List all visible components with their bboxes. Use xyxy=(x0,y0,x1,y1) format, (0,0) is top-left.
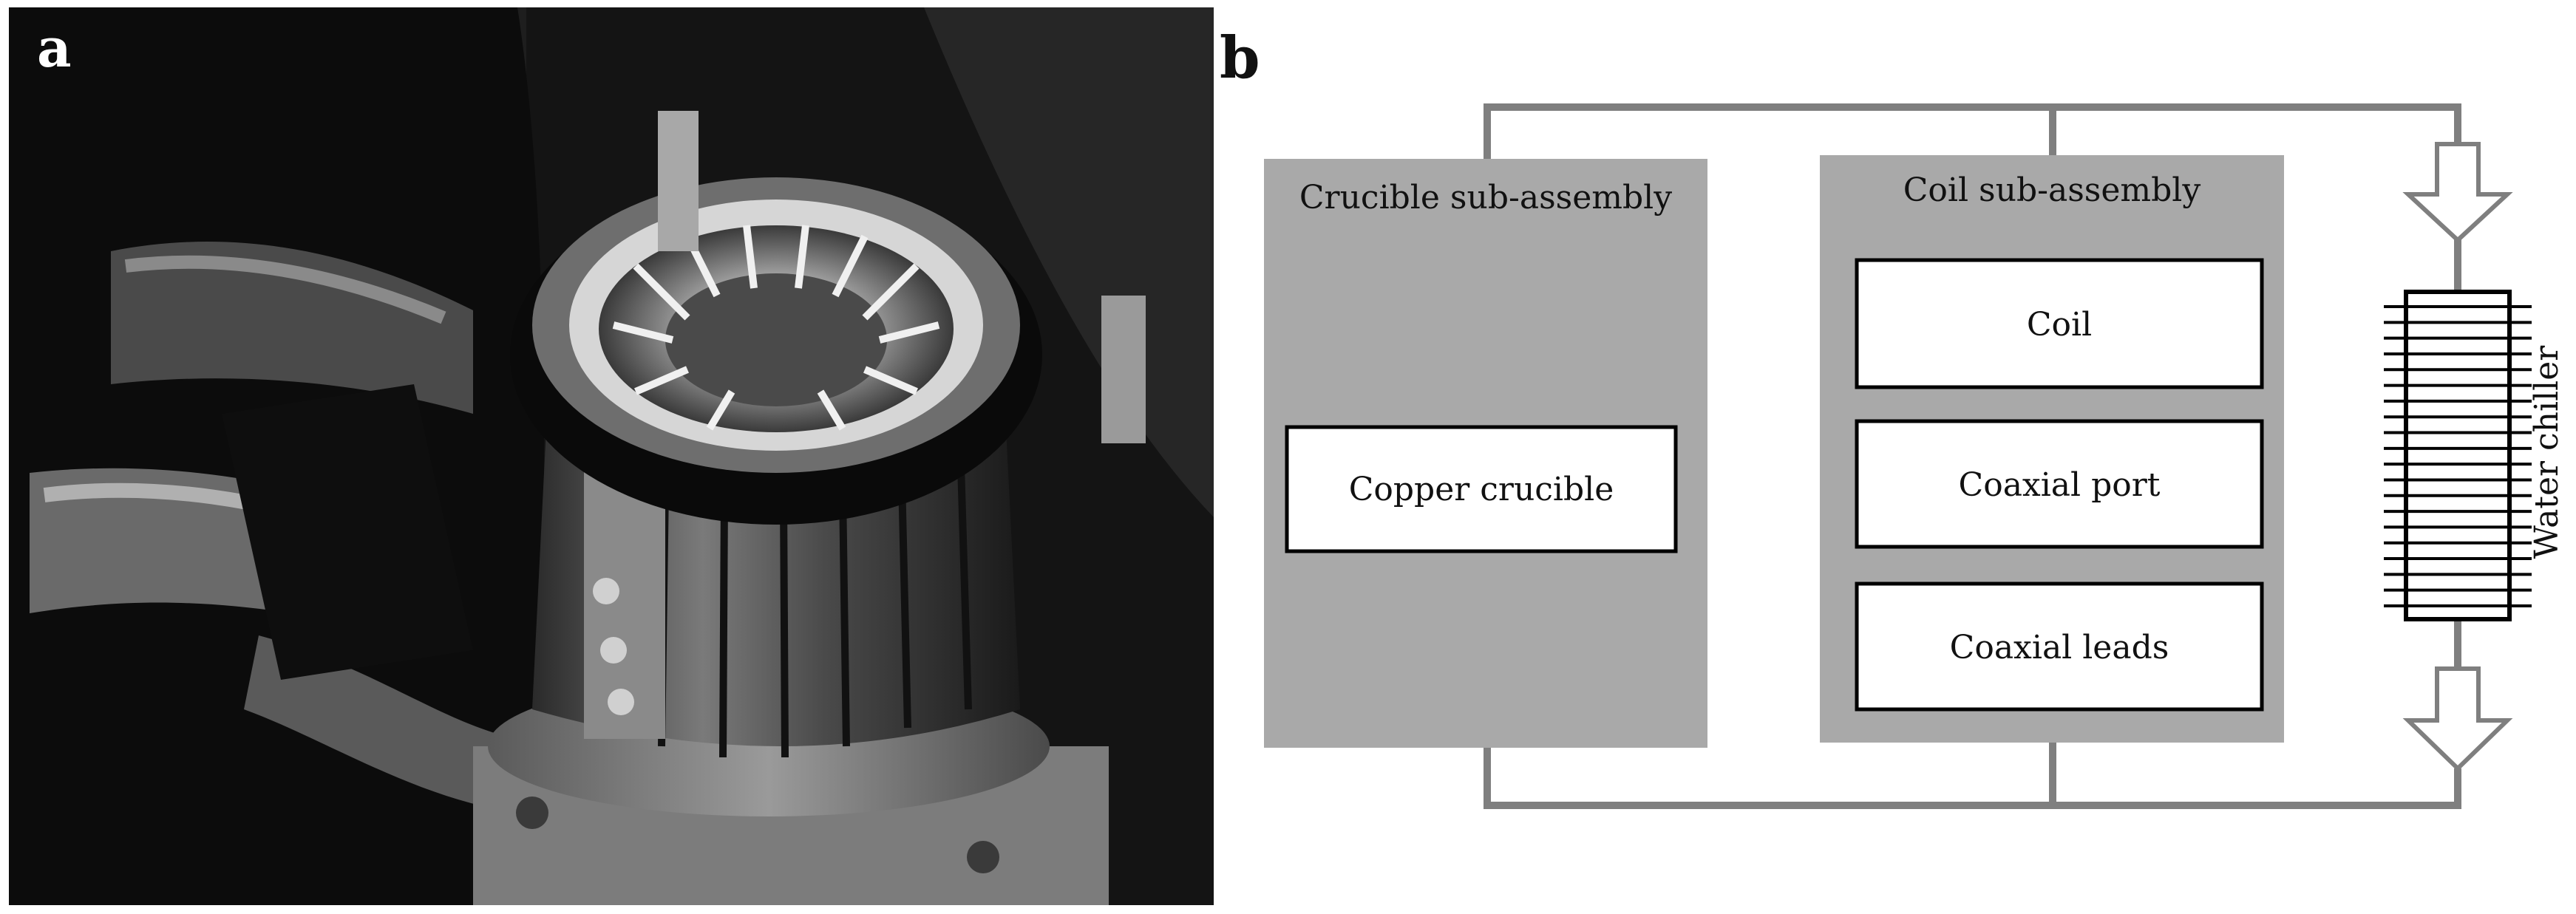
flow-arrow-down-icon xyxy=(2402,142,2513,244)
coaxial-leads-label: Coaxial leads xyxy=(1950,629,2169,666)
coil-label: Coil xyxy=(2027,306,2092,344)
water-pipe-lines xyxy=(1484,103,2461,809)
copper-crucible-label: Copper crucible xyxy=(1349,471,1614,508)
coaxial-port-label: Coaxial port xyxy=(1959,466,2161,504)
coaxial-leads-box xyxy=(1855,582,2264,712)
coil-sub-assembly: Coil sub-assembly Coil Coaxial port Coax… xyxy=(1820,155,2284,743)
water-chiller-coil-icon xyxy=(2384,290,2532,621)
panel-a-photo xyxy=(9,7,1214,905)
coaxial-port-box xyxy=(1855,419,2264,549)
coil-box xyxy=(1855,258,2264,389)
panel-b-label: b xyxy=(1220,24,1260,92)
panel-a-label: a xyxy=(37,16,72,79)
coil-sub-assembly-title: Coil sub-assembly xyxy=(1903,171,2201,209)
flow-arrow-down-icon xyxy=(2402,666,2513,772)
crucible-sub-assembly-title: Crucible sub-assembly xyxy=(1299,179,1672,216)
crucible-sub-assembly: Crucible sub-assembly Copper crucible xyxy=(1264,159,1707,748)
copper-crucible-box xyxy=(1285,425,1678,553)
water-chiller-label: Water chiller xyxy=(2528,345,2566,559)
